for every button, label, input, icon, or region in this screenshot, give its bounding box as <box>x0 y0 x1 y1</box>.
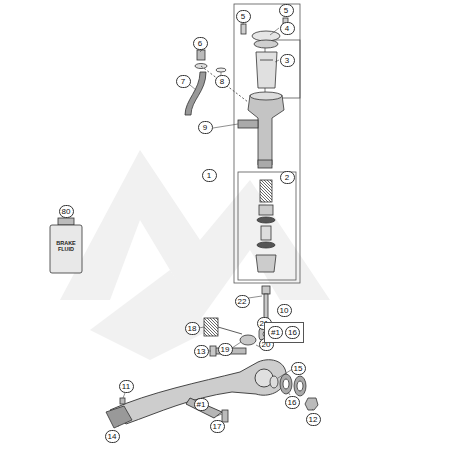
callout-number: 2 <box>280 171 295 184</box>
callout-number: 22 <box>235 295 250 308</box>
callout-number: 16 <box>285 326 300 339</box>
callout-number: 80 <box>59 205 74 218</box>
callout-number: 10 <box>277 304 292 317</box>
callout-number: 9 <box>198 121 213 134</box>
brake-fluid-can <box>50 218 82 273</box>
piston-kit <box>256 180 276 272</box>
callout-number: 3 <box>280 54 295 67</box>
kit-box <box>234 4 300 283</box>
callout-number: 11 <box>119 380 134 393</box>
leader-lines <box>118 22 313 426</box>
callout-number: 14 <box>105 430 120 443</box>
callout-number: #1 <box>194 398 209 411</box>
callout-number: 15 <box>291 362 306 375</box>
watermark-logo <box>60 150 330 360</box>
return-spring <box>204 318 242 336</box>
callout-number: 8 <box>215 75 230 88</box>
callout-number: 13 <box>194 345 209 358</box>
pedal-tip <box>106 398 132 428</box>
callout-number: 12 <box>306 413 321 426</box>
callout-number: 7 <box>176 75 191 88</box>
can-label: BRAKE FLUID <box>53 240 79 252</box>
brake-pedal <box>110 360 286 424</box>
callout-number: 17 <box>210 420 225 433</box>
bearings <box>270 374 318 410</box>
master-cylinder <box>238 92 284 168</box>
brake-hose <box>185 50 248 115</box>
callout-number: 16 <box>285 396 300 409</box>
callout-number: 4 <box>280 22 295 35</box>
callout-number: 18 <box>185 322 200 335</box>
callout-number: #1 <box>268 326 283 339</box>
callout-number: 5 <box>279 4 294 17</box>
callout-number: 5 <box>236 10 251 23</box>
kit-box: #116 <box>264 322 304 343</box>
callout-number: 6 <box>193 37 208 50</box>
callout-number: 19 <box>218 343 233 356</box>
callout-number: 1 <box>202 169 217 182</box>
